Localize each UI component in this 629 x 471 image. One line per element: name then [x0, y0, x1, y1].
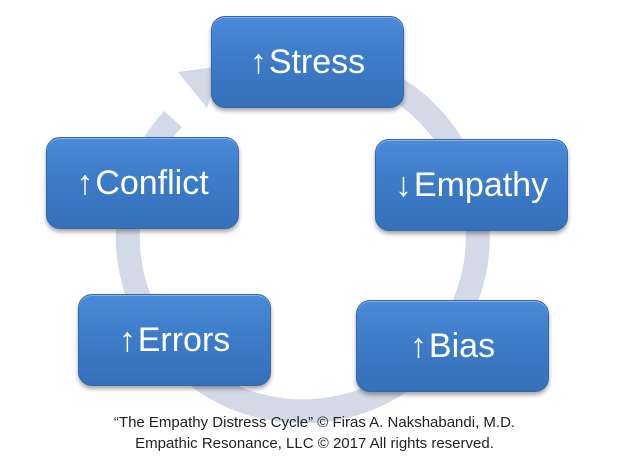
cycle-node-empathy: ↓ Empathy — [375, 139, 568, 231]
cycle-node-conflict: ↑ Conflict — [46, 137, 239, 229]
arrow-up-icon: ↑ — [409, 327, 427, 365]
node-label: Errors — [137, 321, 231, 359]
arrow-up-icon: ↑ — [118, 321, 136, 359]
cycle-node-bias: ↑ Bias — [356, 300, 549, 392]
arrow-up-icon: ↑ — [249, 43, 267, 81]
node-label: Stress — [268, 43, 366, 81]
arrow-up-icon: ↑ — [76, 164, 94, 202]
caption-copyright: Empathic Resonance, LLC © 2017 All right… — [135, 435, 494, 452]
node-label: Bias — [428, 327, 496, 365]
cycle-node-stress: ↑ Stress — [211, 16, 404, 108]
node-label: Empathy — [413, 166, 549, 204]
caption-title: “The Empathy Distress Cycle” © Firas A. … — [113, 414, 516, 431]
node-label: Conflict — [95, 164, 209, 202]
cycle-node-errors: ↑ Errors — [78, 294, 271, 386]
arrow-down-icon: ↓ — [394, 166, 412, 204]
